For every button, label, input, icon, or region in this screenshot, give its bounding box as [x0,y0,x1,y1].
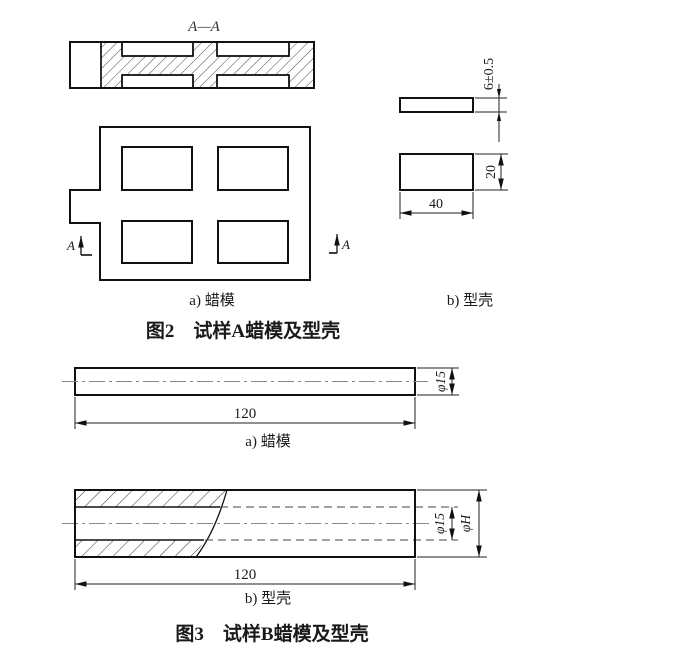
fig2-bottom-notch-2 [216,74,290,89]
fig2-hole-bottom-left [121,220,193,264]
fig3-break-curve [195,489,228,558]
fig2-shell-side-view: 6±0.5 [399,58,507,142]
fig2-plan-view [69,126,311,281]
fig3-bar-dia-text: φ15 [433,371,448,392]
fig2-thickness-dim-text: 6±0.5 [482,58,497,90]
fig3-shell-len-text: 120 [234,567,257,583]
fig2-thickness-arrow-down [496,89,502,98]
fig2-title: 图2 试样A蜡模及型壳 [146,319,340,342]
fig2-top-notch-1 [121,41,194,57]
fig2-shell-side-outline [399,97,474,113]
fig2-hole-bottom-right [217,220,289,264]
fig2-caption-a: a) 蜡模 [189,292,234,309]
fig2-section-arrow-right: A [329,234,350,254]
fig3-outer-dia-text: φH [458,514,473,532]
fig2-section-view [69,41,315,89]
fig3-caption-a: a) 蜡模 [245,433,290,450]
fig2-shell-front-outline [399,153,474,191]
fig2-caption-b: b) 型壳 [447,292,493,309]
fig2-hole-top-left [121,146,193,191]
fig3-caption-b: b) 型壳 [245,590,291,607]
fig2-hole-top-right [217,146,289,191]
fig2-section-label: A—A [187,19,221,35]
fig2-thickness-arrow-up [496,112,502,121]
fig2-section-arrow-left: A [66,236,92,256]
fig3-shell-hatch-bottom [75,540,204,557]
fig2-width-dim-text: 40 [429,197,443,212]
fig2-arrow-right-label: A [341,237,350,252]
fig2-top-notch-2 [216,41,290,57]
fig3-wax-bar: φ15 120 [62,367,459,429]
fig2-arrow-left-label: A [66,238,75,253]
fig3-inner-dia-text: φ15 [432,513,447,534]
fig3-shell-outline [74,489,416,558]
fig2-bottom-notch-1 [121,74,194,89]
fig2-section-outline-top [69,41,315,89]
fig3-title: 图3 试样B蜡模及型壳 [175,622,368,645]
fig3-shell-tube: φ15 φH 120 [62,489,487,590]
fig2-height-dim-text: 20 [484,165,499,179]
fig2-shell-front-view: 20 40 [399,153,508,219]
fig3-bar-len-text: 120 [234,406,257,422]
fig3-shell-hatch-top [75,490,227,507]
